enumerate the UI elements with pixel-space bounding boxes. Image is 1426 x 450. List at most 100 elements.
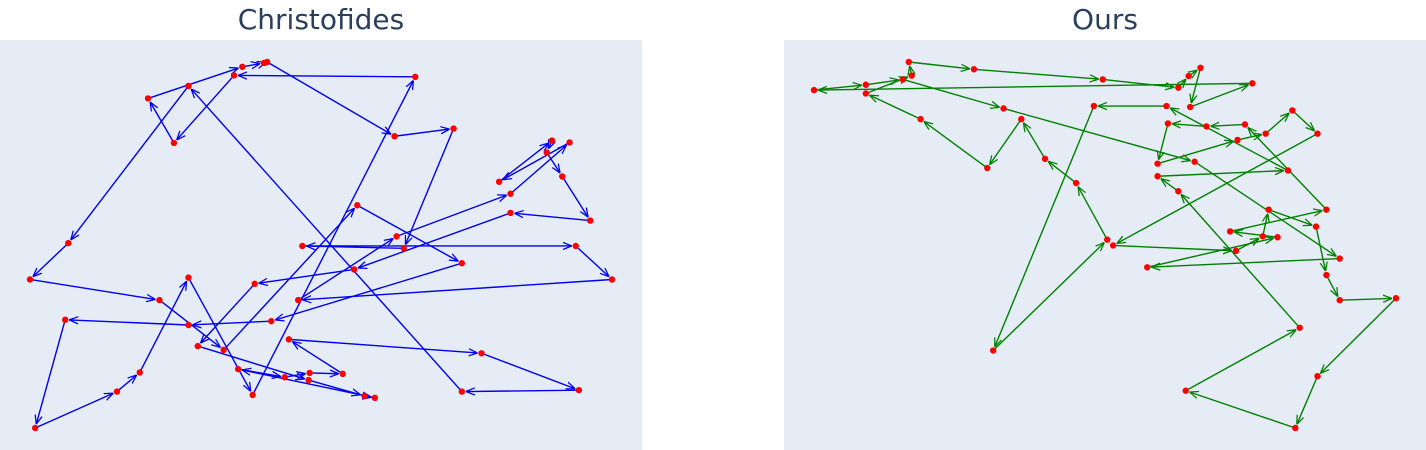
ours-tour-edge	[1265, 113, 1290, 135]
ours-tour-edge	[1157, 171, 1284, 177]
ours-tour-edge	[992, 242, 1104, 352]
ours-city-node	[1284, 167, 1292, 174]
christofides-city-node	[65, 239, 72, 247]
ours-city-node	[1265, 206, 1272, 213]
ours-tour-edge	[1191, 67, 1202, 103]
christofides-city-node	[495, 178, 503, 185]
ours-tour-edge	[1194, 161, 1337, 257]
ours-city-node	[984, 164, 991, 172]
ours-tour-plot	[784, 40, 1426, 450]
christofides-tour-edge	[284, 374, 306, 378]
ours-city-node	[1292, 424, 1299, 432]
ours-city-node	[1072, 179, 1080, 187]
ours-tour-edge	[1023, 123, 1046, 160]
christofides-tour-edge	[302, 278, 613, 299]
christofides-city-node	[450, 125, 457, 132]
ours-city-node	[1197, 64, 1204, 72]
ours-tour-edge	[1315, 226, 1326, 272]
ours-tour-edge	[1185, 330, 1297, 392]
christofides-city-node	[507, 209, 514, 217]
ours-city-node	[1175, 188, 1182, 195]
ours-tour-edge	[1151, 257, 1340, 268]
ours-city-node	[1191, 158, 1198, 165]
ours-tour-edge	[865, 80, 899, 86]
christofides-tour-edge	[358, 212, 511, 268]
ours-tour-edge	[1078, 187, 1108, 241]
christofides-city-node	[458, 388, 466, 395]
christofides-tour-edge	[192, 321, 272, 325]
christofides-tour-edge	[288, 338, 478, 353]
christofides-tour-edge	[200, 283, 256, 343]
christofides-tour-edge	[309, 373, 339, 374]
christofides-tour-edge	[36, 319, 66, 424]
ours-city-node	[1262, 130, 1269, 137]
ours-city-node	[1109, 242, 1117, 249]
christofides-tour-edge	[34, 393, 113, 429]
ours-city-node	[905, 58, 912, 66]
christofides-city-node	[285, 336, 293, 343]
christofides-city-node	[268, 317, 275, 325]
christofides-tour-edge	[498, 143, 549, 183]
christofides-city-node	[306, 369, 313, 377]
ours-city-node	[970, 66, 978, 73]
ours-tour-edge	[1237, 135, 1262, 141]
christofides-tour-edge	[405, 128, 455, 245]
ours-city-node	[1186, 103, 1194, 111]
ours-tour-edge	[1157, 141, 1234, 165]
christofides-city-node	[239, 63, 246, 70]
christofides-tour-edge	[147, 68, 238, 100]
christofides-city-node	[391, 133, 398, 140]
ours-city-node	[908, 72, 915, 79]
ours-city-node	[1392, 295, 1400, 302]
christofides-tour-edge	[297, 239, 393, 301]
ours-city-node	[917, 115, 924, 123]
christofides-city-node	[559, 173, 566, 180]
christofides-tour-edge	[150, 102, 175, 144]
christofides-tour-edge	[238, 75, 416, 76]
christofides-city-node	[62, 316, 69, 323]
christofides-tour-edge	[71, 85, 190, 240]
christofides-tour-edge	[510, 145, 567, 195]
ours-tour-edge	[1170, 108, 1289, 172]
ours-tour-edge	[813, 85, 862, 91]
christofides-tour-edge	[394, 129, 450, 137]
christofides-tour-edge	[481, 352, 576, 388]
christofides-tour-edge	[466, 390, 579, 391]
ours-city-node	[1232, 247, 1240, 255]
christofides-city-node	[230, 72, 238, 79]
ours-city-node	[1154, 173, 1161, 180]
ours-tour-edge	[1161, 179, 1179, 192]
christofides-tour-plot	[0, 40, 642, 450]
christofides-tour-edge	[139, 281, 187, 373]
ours-city-node	[1323, 206, 1330, 213]
christofides-city-node	[144, 95, 152, 102]
christofides-tour-edge	[503, 141, 570, 179]
ours-city-node	[1018, 115, 1025, 123]
ours-city-node	[1163, 102, 1170, 110]
ours-city-node	[1296, 324, 1303, 331]
christofides-city-node	[170, 139, 178, 147]
ours-tour-edge	[1268, 208, 1313, 226]
christofides-tour-edge	[514, 213, 591, 222]
ours-tour-edge	[1339, 298, 1392, 300]
christofides-tour-edge	[561, 176, 588, 217]
christofides-city-node	[412, 73, 419, 81]
ours-city-node	[1274, 234, 1281, 241]
christofides-city-node	[281, 374, 288, 381]
ours-tour-edge	[1189, 85, 1248, 108]
ours-city-node	[1164, 120, 1172, 127]
christofides-city-node	[548, 137, 556, 144]
ours-tour-edge	[1320, 297, 1397, 373]
ours-city-node	[862, 81, 870, 88]
ours-tour-edge	[994, 105, 1095, 347]
ours-tour-edge	[1003, 107, 1191, 160]
ours-city-node	[1154, 160, 1161, 167]
christofides-city-node	[263, 58, 271, 66]
ours-tour-edge	[869, 95, 921, 120]
ours-tour-edge	[1263, 214, 1268, 237]
christofides-tour-edge	[177, 74, 235, 140]
ours-city-node	[1323, 271, 1330, 279]
ours-tour-edge	[924, 121, 988, 169]
christofides-city-node	[194, 342, 201, 350]
christofides-city-node	[185, 274, 192, 281]
